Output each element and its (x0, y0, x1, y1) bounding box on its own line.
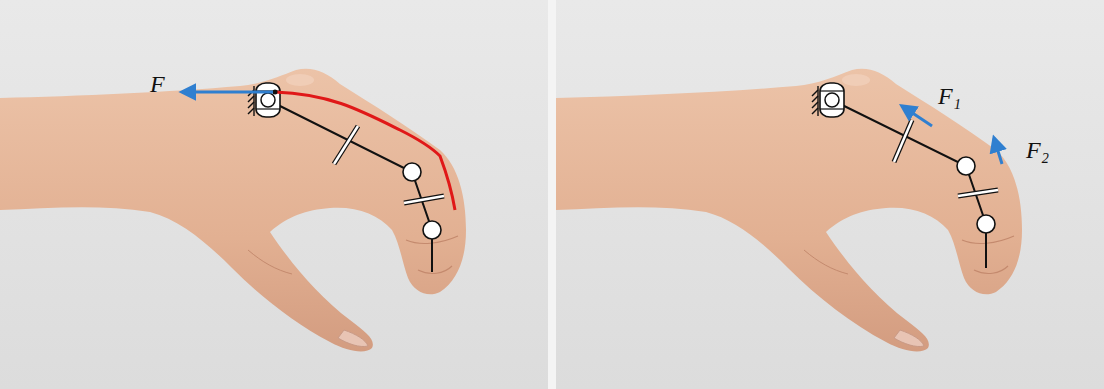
force-label: F (150, 72, 165, 96)
force-arrow (902, 106, 932, 126)
force-arrow (994, 138, 1002, 164)
finger-mechanism (812, 83, 998, 268)
cable-anchor (273, 90, 278, 95)
tendon-cable (275, 92, 455, 210)
panel-gap (548, 0, 556, 389)
force-label: F₂ (1026, 138, 1049, 162)
hand-photo (556, 69, 1022, 352)
force-label: F₁ (938, 84, 961, 108)
force-arrow (182, 91, 273, 94)
hand-photo (0, 69, 466, 352)
finger-mechanism (248, 83, 444, 272)
